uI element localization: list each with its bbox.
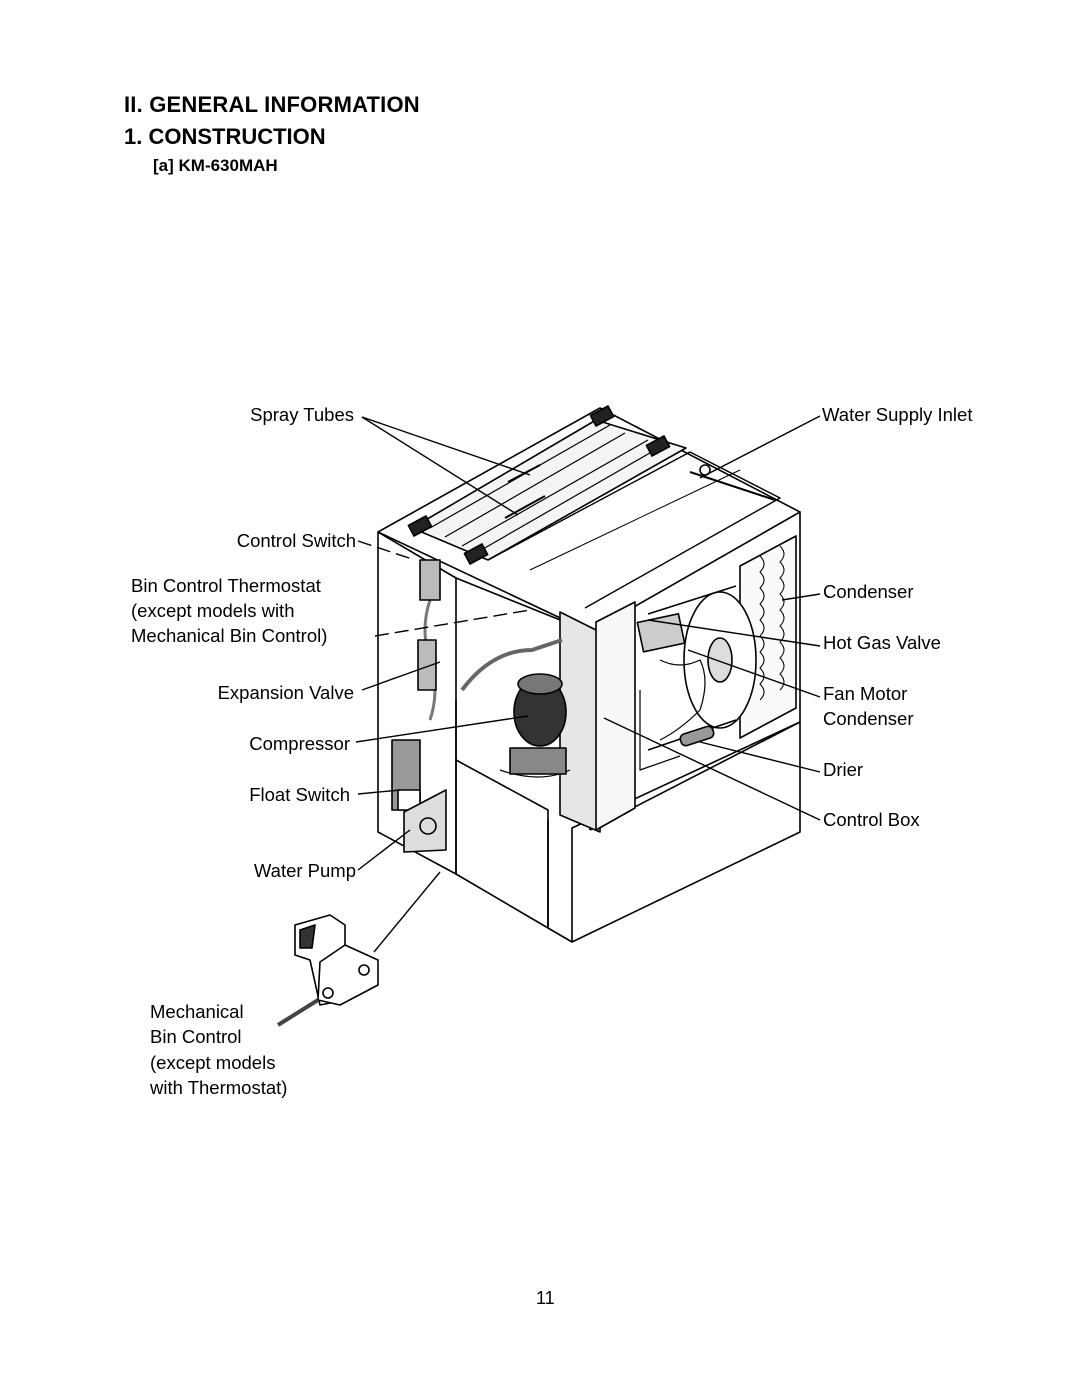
label-bin-thermostat-2: (except models with bbox=[131, 600, 295, 621]
control-box-panel bbox=[559, 611, 601, 833]
water-pump bbox=[403, 789, 447, 853]
label-hot-gas-valve: Hot Gas Valve bbox=[823, 632, 941, 653]
drier bbox=[679, 725, 715, 747]
front-panel bbox=[455, 759, 549, 928]
label-control-box: Control Box bbox=[823, 809, 920, 830]
hot-gas-valve bbox=[636, 612, 686, 653]
label-mech-bin-1: Mechanical bbox=[150, 1001, 244, 1022]
label-compressor: Compressor bbox=[249, 733, 350, 754]
section-heading: II. GENERAL INFORMATION bbox=[124, 92, 420, 117]
label-mech-bin-2: Bin Control bbox=[150, 1026, 242, 1047]
label-mech-bin-3: (except models bbox=[150, 1052, 276, 1073]
label-bin-thermostat-1: Bin Control Thermostat bbox=[131, 575, 321, 596]
label-float-switch: Float Switch bbox=[249, 784, 350, 805]
label-condenser: Condenser bbox=[823, 581, 914, 602]
label-water-supply-inlet: Water Supply Inlet bbox=[822, 404, 973, 425]
label-control-switch: Control Switch bbox=[236, 530, 356, 551]
label-spray-tubes: Spray Tubes bbox=[250, 404, 354, 425]
mechanical-bin-control bbox=[276, 914, 379, 1027]
label-bin-thermostat-3: Mechanical Bin Control) bbox=[131, 625, 328, 646]
label-expansion-valve: Expansion Valve bbox=[217, 682, 354, 703]
model-heading: [a] KM-630MAH bbox=[153, 156, 278, 175]
label-drier: Drier bbox=[823, 759, 864, 780]
page-number: 11 bbox=[536, 1288, 555, 1308]
spray-tube-frame bbox=[411, 419, 687, 561]
subsection-heading: 1. CONSTRUCTION bbox=[124, 124, 326, 149]
label-water-pump: Water Pump bbox=[253, 860, 356, 881]
label-mech-bin-4: with Thermostat) bbox=[150, 1077, 288, 1098]
label-fan-motor-1: Fan Motor bbox=[823, 683, 908, 704]
label-fan-motor-2: Condenser bbox=[823, 708, 914, 729]
